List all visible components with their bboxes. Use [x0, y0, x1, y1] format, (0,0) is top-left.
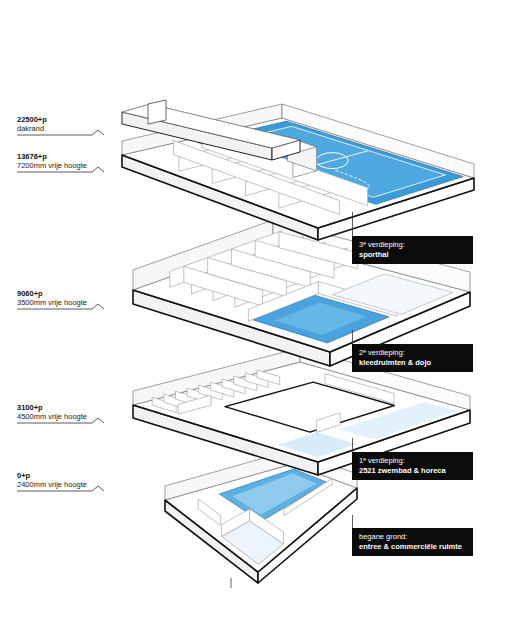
caption-leader: [352, 330, 353, 344]
dojo-mat: [275, 303, 367, 336]
caption-leader: [352, 438, 353, 452]
floor-function: kleedruimten & dojo: [359, 358, 467, 368]
guide-tick: [231, 578, 232, 588]
floor-number: 1ᵉ verdieping:: [359, 456, 467, 466]
floor-number: 3ᵉ verdieping:: [359, 240, 467, 250]
floor-number: 2ᵉ verdieping:: [359, 348, 467, 358]
wall: [257, 370, 280, 385]
floor-function: sporthal: [359, 250, 467, 260]
wall: [198, 499, 220, 526]
pool-light: [232, 473, 316, 514]
floor-number: begane grond:: [359, 532, 467, 542]
corridor: [332, 274, 453, 314]
caption-leader: [352, 212, 353, 236]
wall: [248, 282, 318, 322]
level-height: 13676+p: [17, 152, 47, 161]
slab-top: [133, 362, 470, 462]
level-note: 3500mm vrije hoogte: [17, 298, 87, 307]
level-note: 2400mm vrije hoogte: [17, 480, 87, 489]
wall: [317, 413, 340, 433]
floor-caption: 1ᵉ verdieping:2521 zwembad & horeca: [352, 452, 473, 480]
floor-caption: begane grond:entree & commerciële ruimte: [352, 528, 473, 556]
level-height: 0+p: [17, 471, 30, 480]
floor-caption: 3ᵉ verdieping:sporthal: [352, 236, 473, 264]
level-height: 9060+p: [17, 289, 43, 298]
level-note: 4500mm vrije hoogte: [17, 412, 87, 421]
level-height: 3100+p: [17, 403, 43, 412]
level-note: dakrand: [17, 124, 44, 133]
wall: [178, 395, 211, 414]
glazing: [339, 402, 457, 440]
floor-function: entree & commerciële ruimte: [359, 542, 467, 552]
roof-box: [148, 100, 166, 124]
level-note: 7200mm vrije hoogte: [17, 161, 87, 170]
wall: [284, 478, 332, 515]
glazing: [278, 432, 357, 457]
wall: [325, 374, 394, 404]
caption-leader: [352, 515, 353, 528]
wall: [250, 509, 284, 544]
level-height: 22500+p: [17, 115, 47, 124]
floor-caption: 2ᵉ verdieping:kleedruimten & dojo: [352, 344, 473, 372]
wall: [222, 509, 250, 537]
floor-function: 2521 zwembad & horeca: [359, 466, 467, 476]
